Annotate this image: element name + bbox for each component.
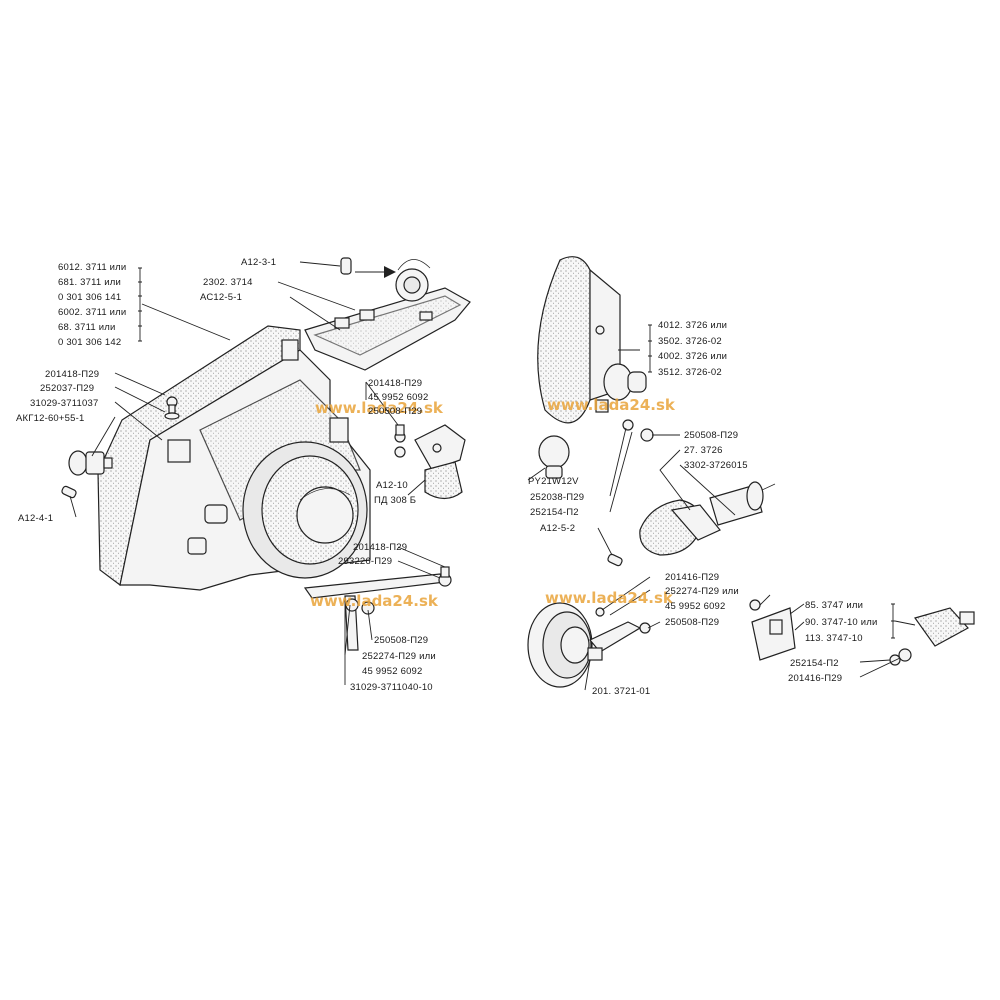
- leveling-motor: [394, 424, 466, 500]
- part-label: 201416-П29: [665, 572, 719, 583]
- part-label: 252154-П2: [790, 658, 839, 669]
- part-label: PY21W12V: [528, 476, 579, 487]
- part-label: 252037-П29: [40, 383, 94, 394]
- bulb-a12-3-1: [340, 257, 396, 278]
- leader-lines: [69, 261, 916, 691]
- part-label: 0 301 306 142: [58, 337, 121, 348]
- part-label: 250508-П29: [374, 635, 428, 646]
- part-label: 252038-П29: [530, 492, 584, 503]
- part-label: 201418-П29: [353, 542, 407, 553]
- watermark: www.lada24.sk: [545, 589, 674, 607]
- part-label: 27. 3726: [684, 445, 723, 456]
- part-label: 6002. 3711 или: [58, 307, 126, 318]
- side-repeater-lamp: [607, 481, 776, 567]
- watermarks: www.lada24.sk www.lada24.sk www.lada24.s…: [310, 396, 676, 610]
- headlamp-small-parts: [61, 396, 180, 499]
- watermark: www.lada24.sk: [310, 592, 439, 610]
- headlamp-unit: [97, 325, 371, 591]
- part-label: 4012. 3726 или: [658, 320, 727, 331]
- part-label: 250508-П29: [665, 617, 719, 628]
- connector-block: [304, 259, 471, 371]
- part-label: АКГ12-60+55-1: [16, 413, 84, 424]
- part-label: А12-4-1: [18, 513, 53, 524]
- part-label: 252274-П29 или: [362, 651, 436, 662]
- part-label: АС12-5-1: [200, 292, 242, 303]
- part-label: 31029-3711040-10: [350, 682, 433, 693]
- part-label: 68. 3711 или: [58, 322, 115, 333]
- part-label: 85. 3747 или: [805, 600, 863, 611]
- part-label: 4002. 3726 или: [658, 351, 727, 362]
- part-label: 2302. 3714: [203, 277, 253, 288]
- part-label: 3512. 3726-02: [658, 367, 722, 378]
- part-labels: 6012. 3711 или 681. 3711 или 0 301 306 1…: [16, 257, 878, 697]
- part-label: 252274-П29 или: [665, 586, 739, 597]
- part-label: 31029-3711037: [30, 398, 98, 409]
- part-label: 250508-П29: [368, 406, 422, 417]
- turn-signal-lamp: [537, 256, 647, 424]
- watermark: www.lada24.sk: [315, 399, 444, 417]
- part-label: ПД 308 Б: [374, 495, 416, 506]
- part-label: 293226-П29: [338, 556, 392, 567]
- watermark: www.lada24.sk: [547, 396, 676, 414]
- part-label: 6012. 3711 или: [58, 262, 126, 273]
- part-label: 45 9952 6092: [362, 666, 423, 677]
- part-label: 113. 3747-10: [805, 633, 863, 644]
- part-label: А12-10: [376, 480, 408, 491]
- part-label: 250508-П29: [684, 430, 738, 441]
- part-label: 681. 3711 или: [58, 277, 121, 288]
- part-label: 3502. 3726-02: [658, 336, 722, 347]
- part-label: 3302-3726015: [684, 460, 748, 471]
- bulb-py21w12v: [538, 419, 654, 479]
- part-label: 201418-П29: [368, 378, 422, 389]
- horn: [527, 602, 651, 688]
- part-label: 90. 3747-10 или: [805, 617, 878, 628]
- part-label: 0 301 306 141: [58, 292, 121, 303]
- part-label: 252154-П2: [530, 507, 579, 518]
- part-label: 201. 3721-01: [592, 686, 650, 697]
- horn-relay: [749, 599, 975, 666]
- part-label: 201416-П29: [788, 673, 842, 684]
- part-label: А12-5-2: [540, 523, 575, 534]
- part-label: 45 9952 6092: [368, 392, 429, 403]
- part-label: А12-3-1: [241, 257, 276, 268]
- part-label: 201418-П29: [45, 369, 99, 380]
- part-label: 45 9952 6092: [665, 601, 726, 612]
